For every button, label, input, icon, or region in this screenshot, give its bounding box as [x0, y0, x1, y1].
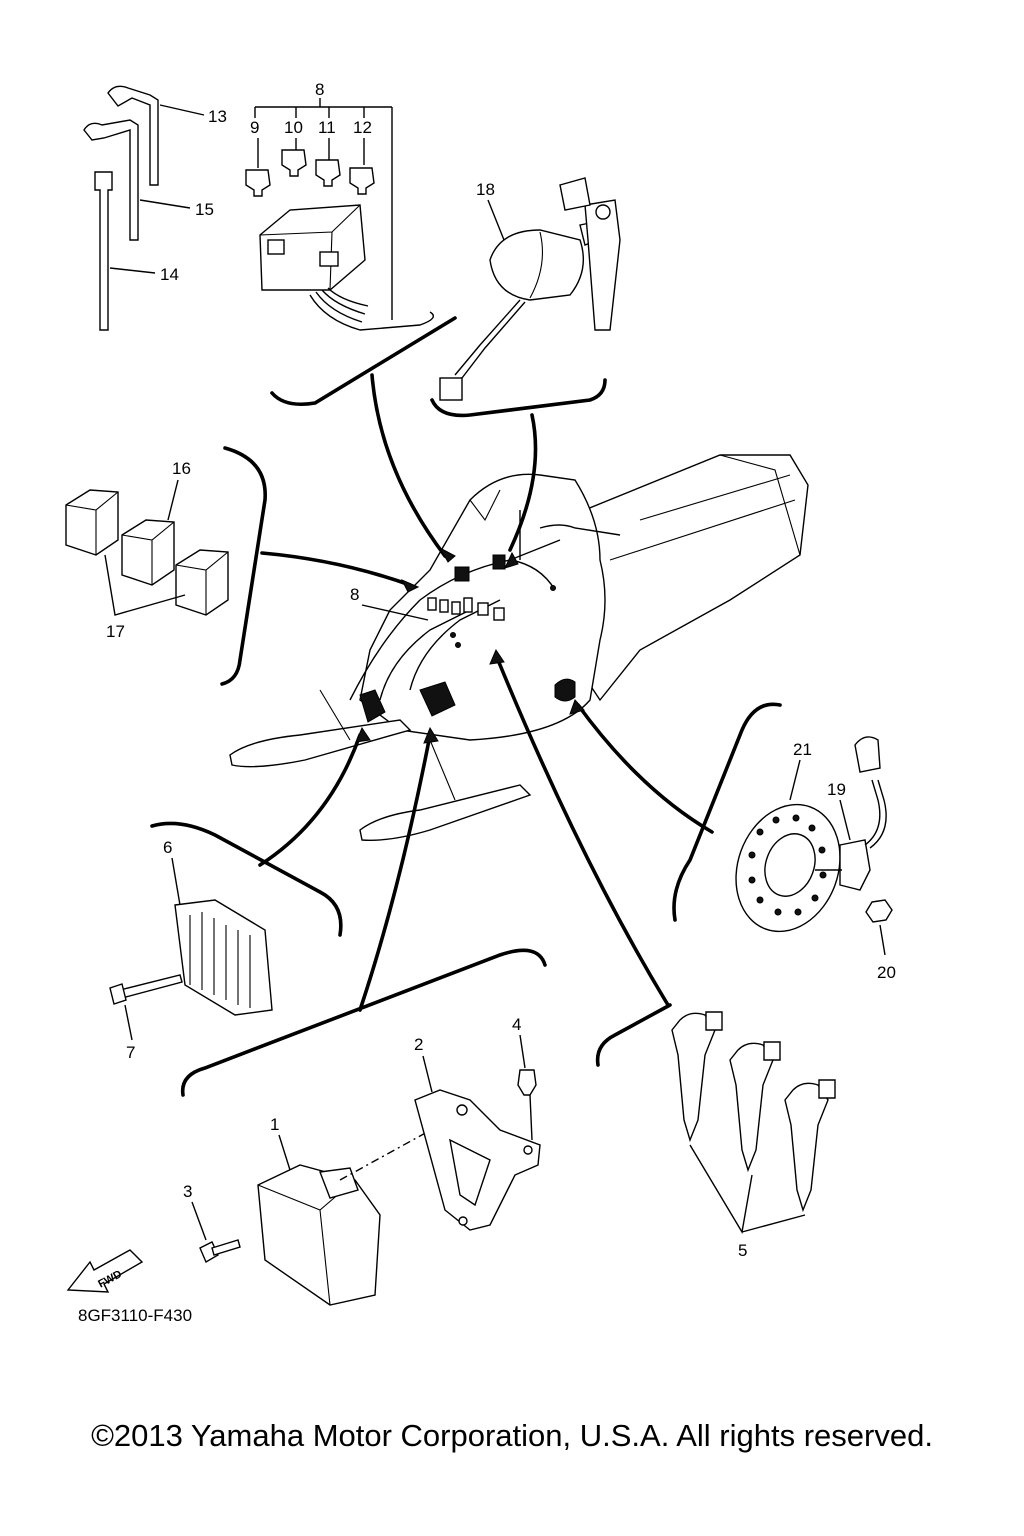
fwd-arrow-icon: FWD: [66, 1249, 144, 1293]
bolt-7: [109, 983, 127, 1005]
band-13: [107, 85, 159, 186]
callout-6: 6: [163, 838, 172, 857]
pickup-connector: [854, 736, 881, 773]
callout-16: 16: [172, 459, 191, 478]
fuse-11: [315, 159, 341, 187]
key: [584, 199, 621, 331]
callout-3: 3: [183, 1182, 192, 1201]
callout-5: 5: [738, 1241, 747, 1260]
callout-17: 17: [106, 622, 125, 641]
relay-b: [121, 519, 175, 586]
pickup-group: 21 19 20: [735, 736, 896, 982]
ignition-coil-a: [671, 1012, 716, 1143]
callout-4: 4: [512, 1015, 521, 1034]
bolt-4: [517, 1069, 537, 1096]
switch-connector: [439, 377, 463, 401]
relay-group: 16 17: [65, 459, 229, 641]
callout-11: 11: [318, 118, 336, 137]
ignition-coil-group: 5: [671, 1011, 836, 1260]
drawing-code: 8GF3110-F430: [78, 1306, 193, 1325]
fuse-9: [245, 169, 271, 197]
leader-lines: [150, 316, 782, 1097]
fuse-10: [281, 149, 307, 177]
callout-19: 19: [827, 780, 846, 799]
rectifier-group: 6 7: [109, 838, 273, 1062]
ignition-coil-b: [729, 1042, 774, 1173]
callout-12: 12: [353, 118, 372, 137]
relay-a: [65, 489, 119, 556]
callout-1: 1: [270, 1115, 279, 1134]
cdi-group: 1 3 2 4: [183, 1015, 541, 1306]
cable-band-group: 13 15 14: [83, 85, 227, 331]
callout-13: 13: [208, 107, 227, 126]
nut-20: [865, 899, 893, 923]
ignition-coil-c: [784, 1082, 829, 1213]
rectifier-regulator: [174, 899, 273, 1016]
callout-8: 8: [315, 80, 324, 99]
callout-8-on-machine: 8: [350, 585, 359, 604]
callout-21: 21: [793, 740, 812, 759]
copyright-text: ©2013 Yamaha Motor Corporation, U.S.A. A…: [91, 1418, 933, 1453]
fuse-12: [349, 167, 375, 195]
relay-c: [175, 549, 229, 616]
callout-7: 7: [126, 1043, 135, 1062]
callout-9: 9: [250, 118, 259, 137]
main-switch-group: 18: [439, 177, 621, 401]
callout-10: 10: [284, 118, 303, 137]
callout-14: 14: [160, 265, 179, 284]
main-switch: [489, 229, 584, 301]
callout-18: 18: [476, 180, 495, 199]
fuse-box-group: 8 9 10 11 12: [245, 80, 434, 331]
cdi-unit: [257, 1164, 381, 1306]
callout-20: 20: [877, 963, 896, 982]
snowmobile-illustration: [229, 454, 809, 841]
callout-15: 15: [195, 200, 214, 219]
callout-2: 2: [414, 1035, 423, 1054]
pickup-coil: [839, 839, 871, 891]
band-14: [94, 171, 113, 331]
